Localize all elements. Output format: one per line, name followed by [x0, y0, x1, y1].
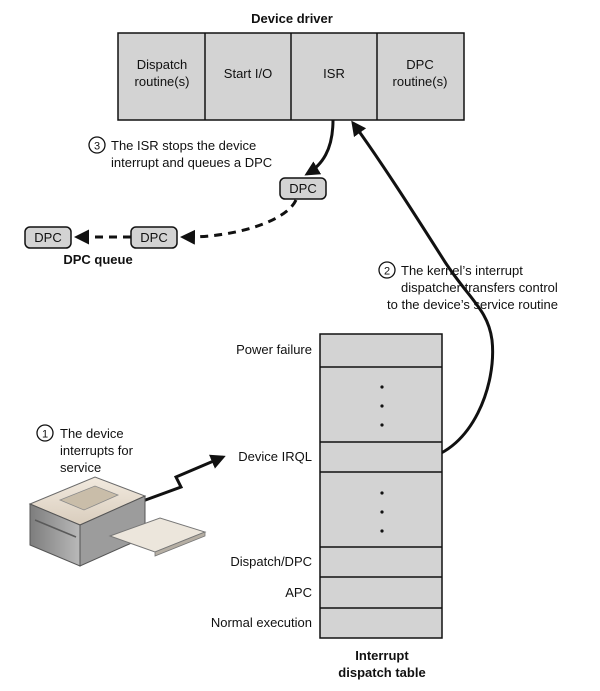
dispatcher-to-isr-arrow — [351, 120, 495, 461]
idt-row-label: Normal execution — [211, 615, 312, 630]
step-text: service — [60, 460, 101, 475]
step-text: The device — [60, 426, 124, 441]
idt-ellipsis-lower — [380, 491, 384, 533]
idt-ellipsis-upper — [380, 385, 384, 427]
step-number-badge — [378, 261, 396, 279]
dpc-new: DPC — [279, 177, 327, 200]
dpc-queue-label: DPC queue — [63, 252, 132, 267]
step-number-badge — [36, 424, 54, 442]
step-number-badge — [88, 136, 106, 154]
step-1-annotation: 1 The device interrupts for service — [36, 424, 134, 475]
idt-row-label: APC — [285, 585, 312, 600]
step-text: The ISR stops the device — [111, 138, 256, 153]
step-text: The kernel’s interrupt — [401, 263, 523, 278]
driver-cell-label: ISR — [323, 66, 345, 81]
driver-cell-label: Dispatch — [137, 57, 188, 72]
dpc-queue: DPC DPC DPC queue — [24, 226, 178, 267]
step-text: to the device’s service routine — [387, 297, 558, 312]
printer-icon — [28, 476, 207, 567]
driver-cell-label: routine(s) — [135, 74, 190, 89]
step-number: 3 — [94, 141, 100, 153]
idt-row-label: Device IRQL — [238, 449, 312, 464]
device-driver-title: Device driver — [251, 11, 333, 26]
idt-title: dispatch table — [338, 665, 425, 680]
dpc-label: DPC — [289, 181, 316, 196]
step-3-annotation: 3 The ISR stops the device interrupt and… — [88, 136, 272, 170]
idt-title: Interrupt — [355, 648, 409, 663]
isr-to-dpc-arrow — [304, 119, 335, 176]
dpc-object — [279, 177, 327, 200]
queue-arrow-new-to-queue — [180, 199, 298, 245]
interrupt-signal-arrow — [139, 454, 226, 504]
step-text: interrupt and queues a DPC — [111, 155, 272, 170]
dpc-label: DPC — [34, 230, 61, 245]
idt-row-label: Power failure — [236, 342, 312, 357]
step-text: dispatcher transfers control — [401, 280, 558, 295]
device-driver: Device driver Dispatch routine(s) Start … — [117, 11, 465, 121]
step-2-annotation: 2 The kernel’s interrupt dispatcher tran… — [378, 261, 558, 312]
driver-cell-label: routine(s) — [393, 74, 448, 89]
step-number: 2 — [384, 266, 390, 278]
idt-row-label: Dispatch/DPC — [230, 554, 312, 569]
step-number: 1 — [42, 429, 48, 441]
driver-cell-dispatch-routines: Dispatch routine(s) — [135, 57, 190, 89]
driver-cell-label: DPC — [406, 57, 433, 72]
dpc-queue-item: DPC — [24, 226, 72, 249]
driver-cell-dpc-routines: DPC routine(s) — [393, 57, 448, 89]
driver-cell-label: Start I/O — [224, 66, 272, 81]
driver-cell-isr: ISR — [323, 66, 345, 81]
driver-cell-start-io: Start I/O — [224, 66, 272, 81]
dpc-label: DPC — [140, 230, 167, 245]
interrupt-dispatch-table: Power failure Device IRQL Dispatch/DPC A… — [211, 333, 443, 680]
dpc-queue-item: DPC — [130, 226, 178, 249]
step-text: interrupts for — [60, 443, 134, 458]
idt-box — [319, 333, 443, 639]
